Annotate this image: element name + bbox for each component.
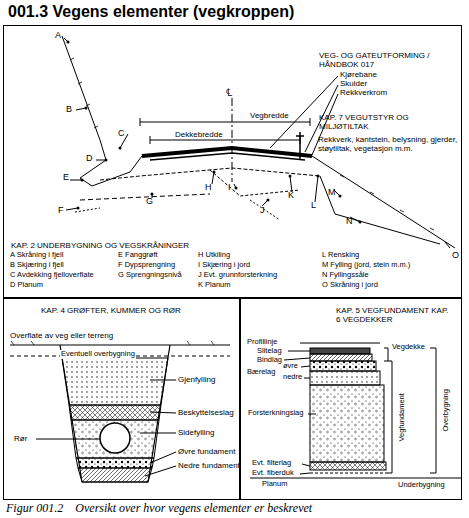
callout-letter: D: [86, 153, 93, 163]
part-label: Overbygning: [442, 389, 451, 432]
key-entry: F Dypsprengning: [118, 261, 175, 270]
part-label: Rør: [14, 434, 27, 443]
part-label: Overflate av veg eller terreng: [10, 331, 113, 340]
callout-letter: C: [118, 128, 125, 138]
panel-box: VEG- OG GATEUTFORMING / HÅNDBOK 017KAP. …: [3, 25, 462, 298]
callout-letter: O: [452, 250, 459, 260]
section-heading: KAP. 4 GRØFTER, KUMMER OG RØR: [41, 306, 236, 315]
part-label: Beskyttelseslag: [178, 408, 234, 417]
key-entry: N Fyllingssåle: [322, 271, 369, 280]
part-label: Gjenfylling: [178, 375, 215, 384]
callout-letter: I: [228, 182, 231, 192]
part-label: Nedre fundament: [178, 461, 240, 470]
callout-letter: J: [260, 205, 265, 215]
part-label: Dekkebredde: [175, 130, 223, 139]
section-heading: KAP. 7 VEGUTSTYR OG MILJØTILTAK: [319, 113, 459, 131]
key-entry: L Rensking: [322, 251, 359, 260]
part-label: Vegfundament: [398, 393, 407, 441]
part-label: øvre: [283, 362, 298, 371]
part-label: Sidefylling: [178, 428, 214, 437]
key-entry: O Skråning i jord: [322, 281, 378, 290]
section-heading: KAP. 2 UNDERBYGNING OG VEGSKRÅNINGER: [11, 241, 311, 250]
section-heading: VEG- OG GATEUTFORMING / HÅNDBOK 017: [319, 51, 459, 69]
part-label: Evt. fiberduk: [252, 469, 294, 478]
part-label: Skulder: [340, 79, 367, 88]
part-label: Vegbredde: [250, 111, 289, 120]
callout-letter: M: [328, 187, 336, 197]
key-entry: E Fanggrøft: [118, 251, 158, 260]
callout-letter: G: [146, 196, 153, 206]
key-entry: A Skråning i fjell: [10, 251, 63, 260]
part-label: Bærelag: [247, 368, 275, 377]
part-label: Øvre fundament: [178, 447, 235, 456]
part-label: Vegdekke: [392, 343, 425, 352]
page-title: 001.3 Vegens elementer (vegkroppen): [8, 3, 294, 21]
part-label: Forsterkningslag: [248, 409, 303, 418]
callout-letter: H: [205, 182, 212, 192]
key-entry: G Sprengningsnivå: [118, 271, 182, 280]
callout-letter: N: [346, 216, 353, 226]
callout-letter: F: [58, 205, 64, 215]
part-label: Rekkverk, kantstein, belysning, gjerder,…: [318, 135, 458, 153]
part-label: Underbygning: [398, 481, 445, 490]
part-label: Slitelag: [257, 347, 282, 356]
callout-letter: A: [55, 30, 61, 40]
part-label: Profillinje: [247, 338, 277, 347]
part-label: Eventuell overbygning: [60, 350, 136, 359]
key-entry: M Fylling (jord, stein m.m.): [322, 261, 410, 270]
callout-letter: L: [311, 200, 316, 210]
part-label: Evt. filterlag: [252, 459, 291, 468]
part-label: Planum: [262, 480, 287, 489]
key-entry: J Evt. grunnforsterkning: [198, 271, 277, 280]
part-label: Rekkverkrom: [340, 88, 387, 97]
section-heading: KAP. 5 VEGFUNDAMENT KAP. 6 VEGDEKKER: [336, 306, 451, 324]
key-entry: C Avdekking fjelloverflate: [10, 271, 94, 280]
part-label: Kjørebane: [340, 70, 377, 79]
callout-letter: K: [288, 190, 294, 200]
part-label: Bindlag: [257, 356, 282, 365]
callout-letter: E: [63, 172, 69, 182]
callout-letter: B: [66, 104, 72, 114]
key-entry: K Planum: [198, 281, 231, 290]
key-entry: D Planum: [10, 281, 43, 290]
callout-letter: ℄: [226, 86, 232, 99]
key-entry: I Skjæring i jord: [198, 261, 250, 270]
part-label: nedre: [283, 373, 302, 382]
key-entry: H Utkiling: [198, 251, 230, 260]
key-entry: B Skjæring i fjell: [10, 261, 64, 270]
figure-caption: Figur 001.2 Oversikt over hvor vegens el…: [6, 502, 312, 516]
